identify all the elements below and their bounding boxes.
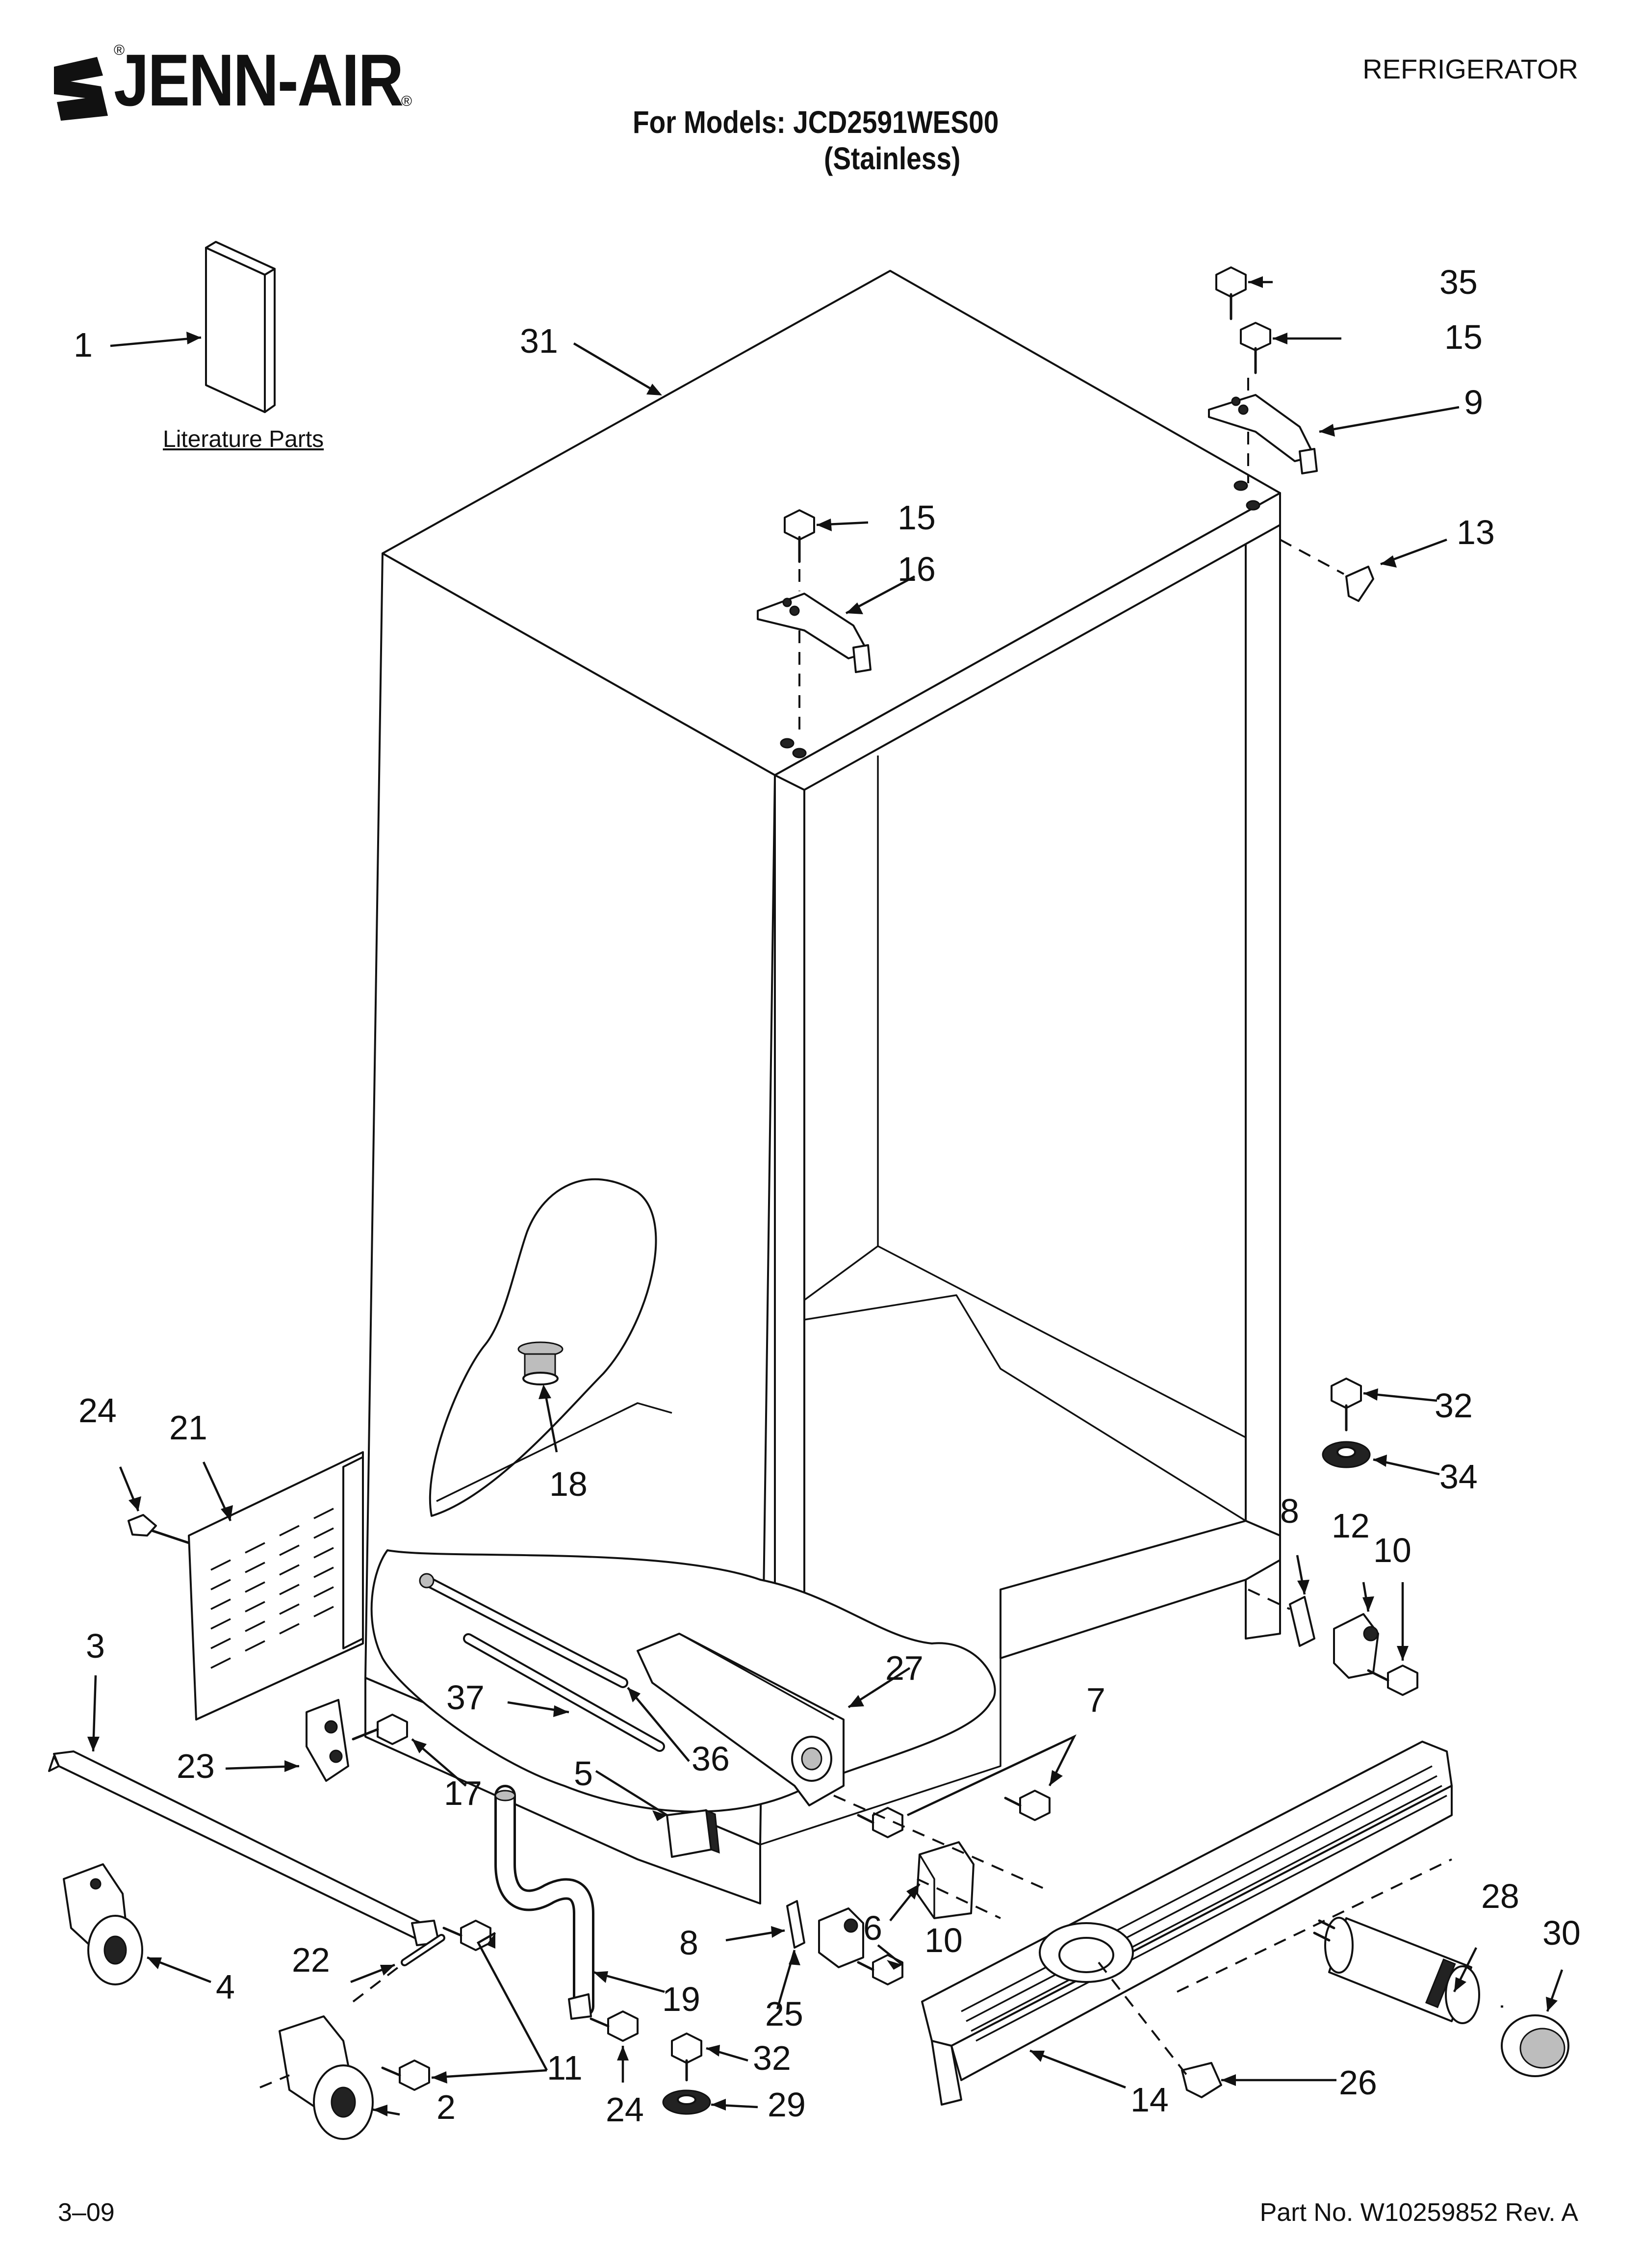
callout-arrowheads [87,276,1558,2116]
lower-hinge-hardware [662,1900,903,2115]
date-code: 3–09 [58,2198,115,2227]
callout-22: 22 [292,1941,330,1979]
callout-11: 11 [547,2049,583,2087]
leveling-bracket [306,1699,408,1782]
cabinet-shell [364,270,1281,1904]
registered-mark-end: ® [401,93,412,109]
toe-grille [921,1741,1453,2106]
callout-34: 34 [1439,1458,1478,1496]
appliance-category: REFRIGERATOR [1362,53,1578,84]
callout-32-lower: 32 [753,2039,791,2077]
callout-16: 16 [898,550,936,588]
callout-30: 30 [1542,1914,1581,1952]
brand-name: JENN-AIR [114,39,404,121]
callout-24-lower: 24 [606,2090,644,2129]
callout-12: 12 [1332,1507,1370,1545]
callout-31: 31 [520,322,558,360]
callout-8-right: 8 [1280,1492,1299,1530]
model-number-line: For Models: JCD2591WES00 [633,104,999,140]
callout-9: 9 [1464,383,1483,421]
callout-28: 28 [1481,1877,1519,1915]
water-filter [1313,1917,1569,2077]
callout-23: 23 [177,1747,215,1785]
roller-assembly [48,1750,491,2140]
callout-8-lower: 8 [679,1924,698,1962]
callout-15-top: 15 [1444,318,1483,356]
callout-36: 36 [692,1740,730,1778]
callout-10-lower: 10 [924,1921,963,1959]
callout-29: 29 [768,2086,806,2124]
callout-26: 26 [1339,2063,1377,2102]
callout-32-right: 32 [1435,1386,1473,1425]
callout-19: 19 [662,1980,700,2018]
callout-5: 5 [574,1754,593,1793]
callout-17: 17 [444,1774,482,1812]
callout-4: 4 [216,1968,235,2006]
grille-mounting-hardware [833,1790,1051,1919]
registered-mark: ® [114,42,125,58]
finish-line: (Stainless) [824,141,961,176]
drain-cutaway [429,1178,672,1517]
callout-14: 14 [1130,2081,1169,2119]
callout-1: 1 [74,326,93,364]
callout-2: 2 [436,2088,456,2126]
rear-access-panel [128,1451,364,1721]
jenn-air-logo-icon [54,57,108,121]
callout-15-hinge: 15 [898,498,936,537]
callout-7: 7 [1086,1681,1105,1719]
callout-3: 3 [86,1627,105,1665]
callout-37: 37 [446,1678,485,1717]
machine-compartment-cutaway [370,1549,996,1858]
literature-parts-label: Literature Parts [163,426,324,452]
drain-tube [494,1785,639,2042]
callout-25: 25 [765,1995,803,2033]
top-hinge-hardware [757,266,1374,733]
callout-21: 21 [169,1408,207,1447]
callout-13: 13 [1457,513,1495,551]
callout-27: 27 [885,1649,924,1687]
literature-booklet [110,241,276,413]
callout-18: 18 [549,1465,588,1503]
right-lower-hardware [1248,1378,1418,1696]
callout-24-left: 24 [78,1391,117,1430]
part-number: Part No. W10259852 Rev. A [1259,2198,1578,2227]
callout-35: 35 [1439,263,1478,301]
callout-10-right: 10 [1373,1531,1411,1569]
callout-6: 6 [863,1909,882,1947]
